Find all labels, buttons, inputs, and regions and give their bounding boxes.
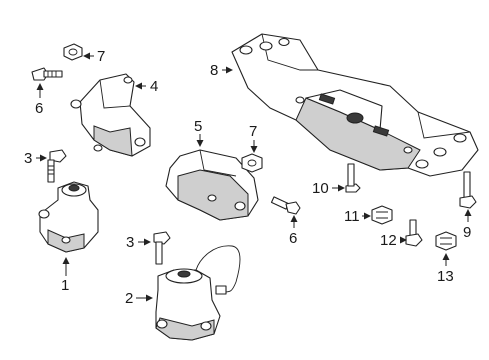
bolt-3-lower	[153, 231, 171, 265]
callout-6-right: 6	[289, 230, 297, 247]
callout-12: 12	[380, 232, 397, 249]
callout-13: 13	[437, 268, 454, 285]
callout-7-upper: 7	[97, 48, 105, 65]
bolt-10	[345, 163, 361, 193]
callout-3-upper: 3	[24, 150, 32, 167]
nut-11	[371, 205, 393, 225]
callout-2: 2	[125, 290, 133, 307]
part-crossmember	[231, 33, 479, 177]
callout-8: 8	[210, 62, 218, 79]
part-engine-bracket	[70, 73, 151, 157]
callout-1: 1	[61, 277, 69, 294]
callout-9: 9	[463, 224, 471, 241]
callout-4: 4	[150, 78, 158, 95]
callout-5: 5	[194, 118, 202, 135]
bolt-6-left	[31, 67, 63, 81]
callout-11: 11	[344, 208, 360, 225]
bolt-9	[459, 171, 477, 209]
bolt-6-right	[270, 196, 301, 215]
nut-13	[435, 231, 457, 251]
callout-6-left: 6	[35, 100, 43, 117]
leader-lines	[36, 52, 472, 302]
bolt-12	[405, 219, 423, 247]
nut-7-lower	[241, 153, 263, 173]
part-engine-mount	[38, 181, 99, 253]
callout-10: 10	[312, 180, 329, 197]
part-transmission-mount	[155, 245, 241, 341]
callout-3-lower: 3	[126, 234, 134, 251]
part-transmission-bracket	[165, 149, 259, 221]
callout-7-lower: 7	[249, 123, 257, 140]
bolt-3-upper	[47, 149, 67, 183]
nut-7-upper	[63, 43, 83, 61]
